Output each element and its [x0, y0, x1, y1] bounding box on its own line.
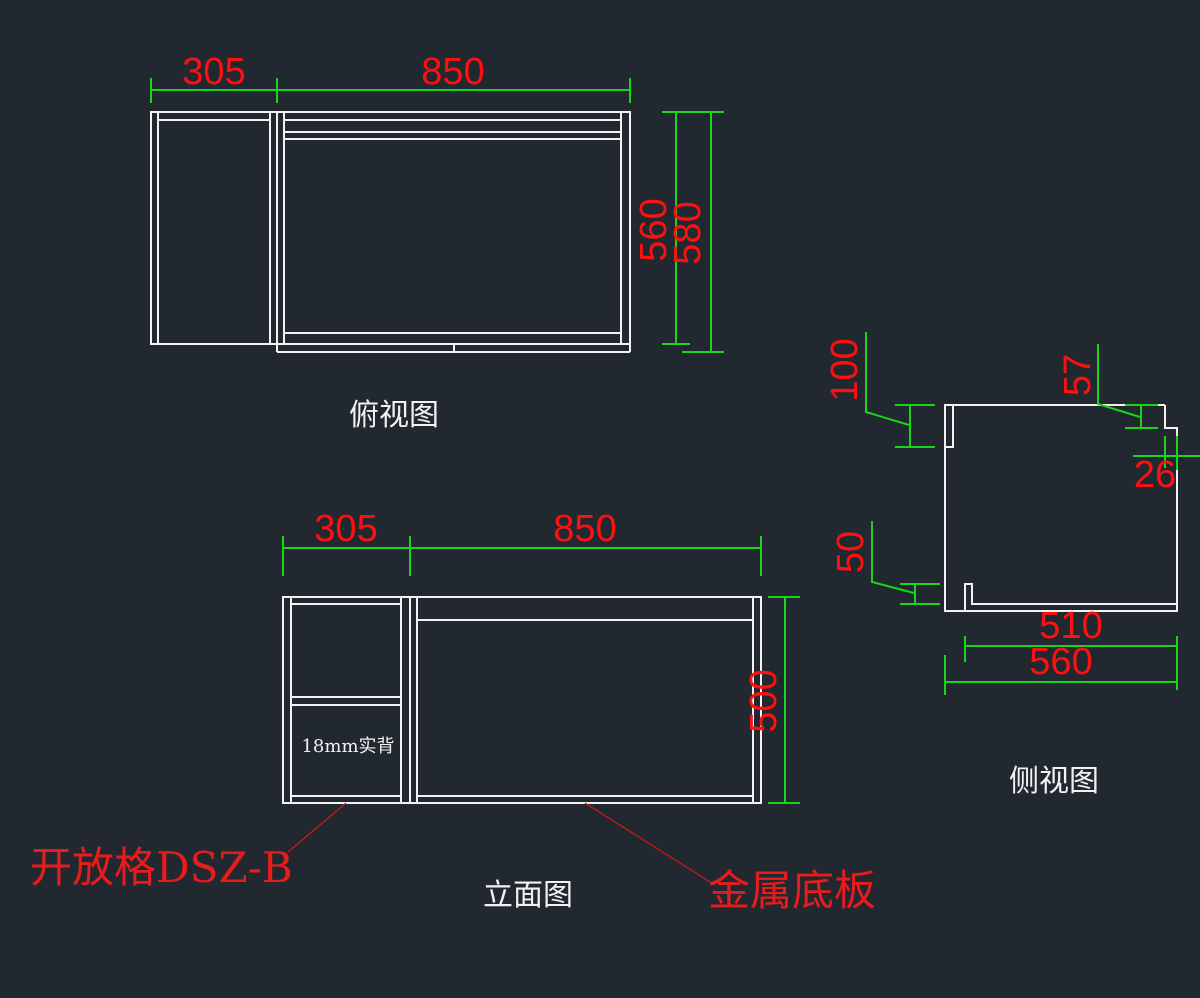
dim-side-560: 560 [1029, 641, 1092, 683]
dim-top-560: 560 [633, 198, 675, 261]
dim-side-50: 50 [830, 531, 872, 573]
side-view-geometry [944, 404, 1178, 612]
dim-front-850: 850 [553, 508, 616, 550]
side-view-title: 侧视图 [1009, 764, 1099, 799]
top-view-dimensions [150, 78, 724, 353]
back-panel-note: 18mm实背 [301, 736, 394, 757]
dim-top-850: 850 [421, 51, 484, 93]
callout-metal-base: 金属底板 [708, 866, 876, 915]
dim-side-100: 100 [824, 338, 866, 401]
top-view-title: 俯视图 [349, 398, 439, 433]
top-view: 305 850 560 580 俯视图 [150, 51, 724, 433]
front-view-dimensions [282, 536, 800, 804]
callout-open-shelf: 开放格DSZ-B [30, 843, 293, 892]
dim-side-26: 26 [1134, 454, 1176, 496]
top-view-geometry [150, 111, 631, 353]
leader-lines [287, 802, 711, 883]
side-view-dimensions [865, 332, 1200, 695]
side-view: 100 57 26 50 510 560 侧视图 [824, 332, 1200, 799]
dim-top-305: 305 [182, 51, 245, 93]
dim-front-305: 305 [314, 508, 377, 550]
front-view: 305 850 500 18mm实背 开放格DSZ-B 金属底板 立面图 [30, 508, 876, 915]
dim-top-580: 580 [667, 201, 709, 264]
front-view-geometry [282, 596, 762, 804]
dim-side-510: 510 [1039, 605, 1102, 647]
dim-side-57: 57 [1057, 354, 1099, 396]
dim-front-500: 500 [743, 669, 785, 732]
front-view-title: 立面图 [483, 878, 573, 913]
